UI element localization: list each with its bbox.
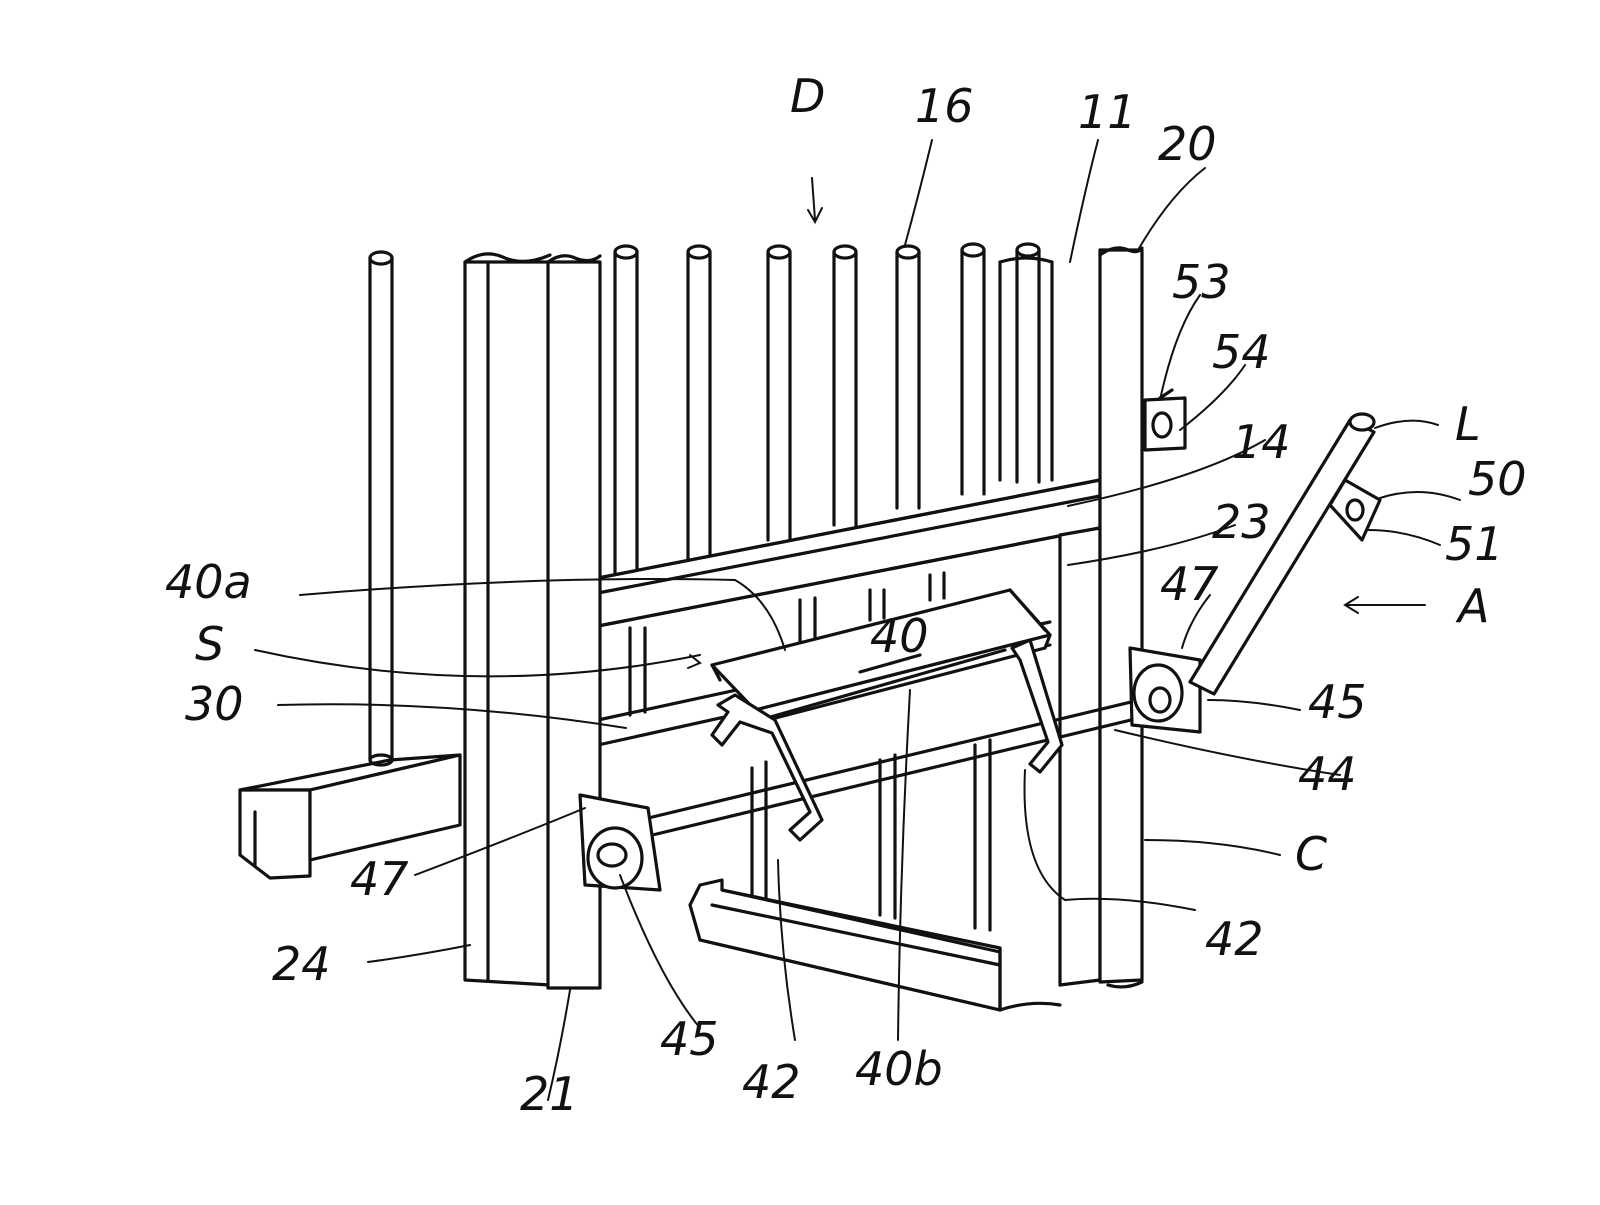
rear-rod xyxy=(370,252,392,760)
label-20: 20 xyxy=(1158,117,1217,171)
bracket-53 xyxy=(1145,390,1185,450)
label-40b: 40b xyxy=(855,1042,943,1096)
frame-post-23 xyxy=(1060,528,1100,985)
label-S: S xyxy=(195,617,224,671)
label-45-right: 45 xyxy=(1308,675,1367,729)
label-16: 16 xyxy=(915,79,974,133)
label-21: 21 xyxy=(520,1067,579,1121)
label-C: C xyxy=(1295,827,1327,881)
post-20 xyxy=(1100,248,1142,987)
bearing-right xyxy=(1130,648,1200,732)
label-51: 51 xyxy=(1445,517,1504,571)
label-42-right: 42 xyxy=(1205,912,1264,966)
label-44: 44 xyxy=(1298,747,1357,801)
label-40a: 40a xyxy=(165,555,252,609)
label-24: 24 xyxy=(272,937,331,991)
rear-rod xyxy=(768,246,790,540)
label-54: 54 xyxy=(1212,325,1271,379)
label-14: 14 xyxy=(1232,415,1291,469)
rear-rod xyxy=(1017,244,1039,482)
label-L: L xyxy=(1455,397,1481,451)
rear-rod xyxy=(897,246,919,508)
label-45-left: 45 xyxy=(660,1012,719,1066)
label-47-right: 47 xyxy=(1160,557,1219,611)
rear-rod xyxy=(962,244,984,494)
label-47-left: 47 xyxy=(350,852,409,906)
arm-42-right xyxy=(1012,640,1062,772)
base-trough xyxy=(690,880,1060,1010)
rear-rod xyxy=(834,246,856,525)
rear-rod xyxy=(688,246,710,560)
label-50: 50 xyxy=(1468,452,1527,506)
label-A: A xyxy=(1455,579,1489,633)
label-40: 40 xyxy=(870,609,929,663)
cross-beam-14 xyxy=(598,480,1100,626)
rear-post-11 xyxy=(1000,258,1052,480)
label-53: 53 xyxy=(1172,255,1231,309)
label-23: 23 xyxy=(1212,495,1271,549)
label-11: 11 xyxy=(1078,85,1137,139)
label-42-mid: 42 xyxy=(742,1055,801,1109)
rear-rod xyxy=(615,246,637,575)
post-24 xyxy=(465,254,550,985)
label-30: 30 xyxy=(185,677,244,731)
label-D: D xyxy=(790,69,825,123)
